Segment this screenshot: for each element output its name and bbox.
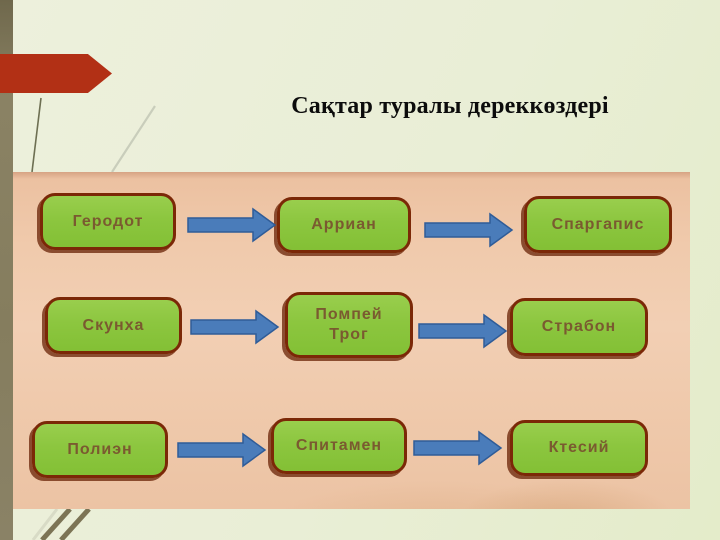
node-ktesiy: Ктесий xyxy=(510,420,648,476)
node-strabon: Страбон xyxy=(510,298,648,356)
connector-arrow-icon-5 xyxy=(177,432,267,468)
node-spargapis: Спаргапис xyxy=(524,196,672,253)
connector-arrow-icon-4 xyxy=(418,313,508,349)
node-arrian: Арриан xyxy=(277,197,411,253)
connector-arrow-icon-1 xyxy=(187,207,277,243)
slide-title: Сақтар туралы дереккөздері xyxy=(291,93,609,119)
side-stripe-decoration xyxy=(0,0,13,540)
node-spitamen: Спитамен xyxy=(271,418,407,474)
connector-arrow-icon-6 xyxy=(413,430,503,466)
node-gerodot: Геродот xyxy=(40,193,176,250)
node-skunkha: Скунха xyxy=(45,297,182,354)
connector-arrow-icon-3 xyxy=(190,309,280,345)
node-polien: Полиэн xyxy=(32,421,168,478)
red-arrow-decoration-icon xyxy=(0,54,112,93)
node-pompey-trog: Помпей Трог xyxy=(285,292,413,358)
connector-arrow-icon-2 xyxy=(424,212,514,248)
